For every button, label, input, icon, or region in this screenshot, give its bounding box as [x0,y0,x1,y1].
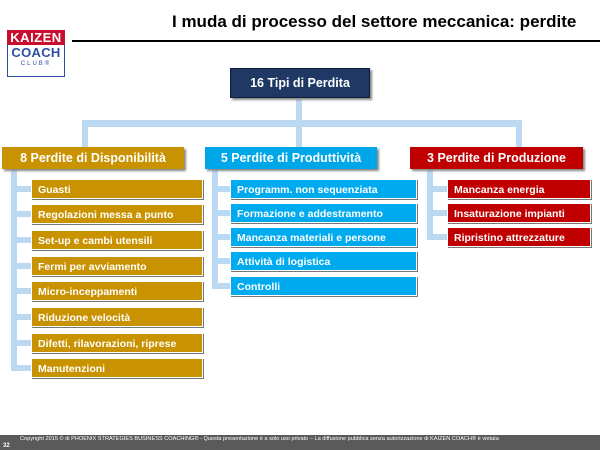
connector-branch [11,211,33,217]
root-node: 16 Tipi di Perdita [230,68,370,98]
category-production: 3 Perdite di Produzione [410,147,583,169]
connector-branch [11,314,33,320]
connector-branch [427,210,449,216]
availability-item: Manutenzioni [31,358,203,378]
productivity-item: Formazione e addestramento [230,203,417,223]
connector-root-down [296,96,302,124]
production-item: Mancanza energia [447,179,591,199]
category-availability: 8 Perdite di Disponibilità [2,147,184,169]
availability-item: Regolazioni messa a punto [31,204,203,224]
logo-frame [7,45,65,77]
kaizen-coach-logo: KAIZEN COACH CLUB® [7,30,65,78]
footer-copyright: Copyright 2015 © di PHOENIX STRATEGIES B… [20,436,499,442]
connector-availability-trunk [11,169,17,369]
availability-item: Fermi per avviamento [31,256,203,276]
logo-line2: COACH [11,45,61,60]
category-productivity: 5 Perdite di Produttività [205,147,377,169]
availability-item: Guasti [31,179,203,199]
productivity-item: Controlli [230,276,417,296]
connector-branch [11,288,33,294]
production-item: Insaturazione impianti [447,203,591,223]
page-title: I muda di processo del settore meccanica… [172,12,577,31]
connector-branch [427,234,449,240]
connector-branch [212,283,232,289]
logo-line1: KAIZEN [7,30,65,45]
productivity-item: Programm. non sequenziata [230,179,417,199]
connector-to-production [516,120,522,148]
page-number: 32 [3,443,10,449]
availability-item: Micro-inceppamenti [31,281,203,301]
connector-horizontal [82,120,522,127]
availability-item: Difetti, rilavorazioni, riprese [31,333,203,353]
production-item: Ripristino attrezzature [447,227,591,247]
footer-bar: Copyright 2015 © di PHOENIX STRATEGIES B… [0,435,600,450]
productivity-item: Mancanza materiali e persone [230,227,417,247]
logo-line3: CLUB® [20,61,52,67]
connector-branch [427,186,449,192]
availability-item: Riduzione velocità [31,307,203,327]
connector-to-productivity [296,120,302,148]
connector-branch [212,186,232,192]
connector-production-trunk [427,169,433,237]
availability-item: Set-up e cambi utensili [31,230,203,250]
connector-branch [11,237,33,243]
connector-branch [212,234,232,240]
connector-branch [212,258,232,264]
productivity-item: Attività di logistica [230,251,417,271]
connector-branch [212,210,232,216]
connector-productivity-trunk [212,169,218,287]
connector-branch [11,186,33,192]
title-divider [72,40,600,42]
connector-branch [11,365,33,371]
connector-branch [11,263,33,269]
connector-branch [11,340,33,346]
connector-to-availability [82,120,88,148]
